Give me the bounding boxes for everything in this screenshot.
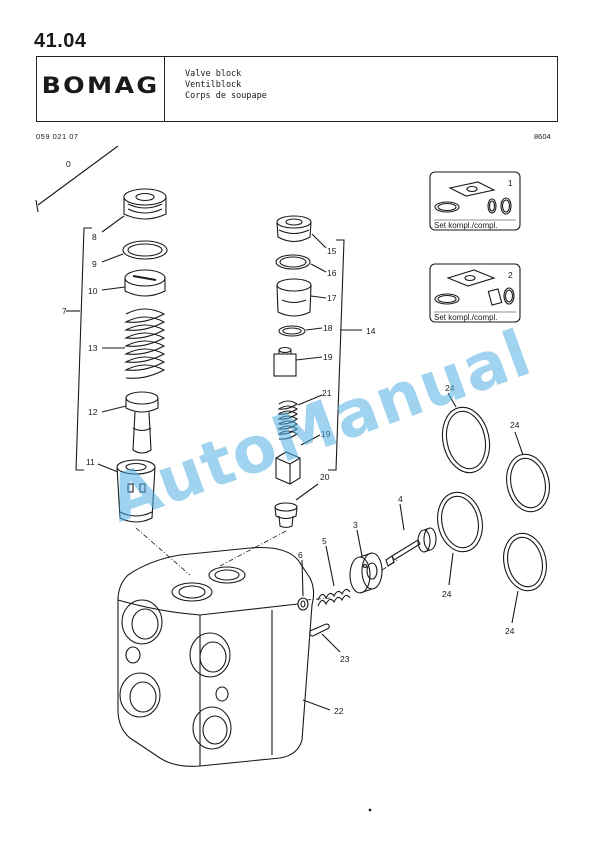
title-german: Ventilblock <box>185 80 242 90</box>
part-4-valve-stem <box>385 503 437 567</box>
part-19-lower-block <box>275 434 321 485</box>
part-5-spring <box>317 545 351 607</box>
date-code: 8604 <box>534 132 551 141</box>
callout-15: 15 <box>327 246 337 256</box>
callout-24-c: 24 <box>442 589 452 599</box>
part-24-oring-c <box>437 491 483 586</box>
part-17-cap <box>276 278 327 317</box>
page-number: 41.04 <box>34 30 87 52</box>
set-kit-1-box <box>429 171 521 231</box>
part-number: 059 021 07 <box>36 132 79 141</box>
callout-13: 13 <box>88 343 98 353</box>
callout-8: 8 <box>92 232 97 242</box>
callout-0-leader <box>35 145 119 213</box>
callout-0: 0 <box>66 159 71 169</box>
part-13-spring <box>102 308 166 379</box>
callout-10: 10 <box>88 286 98 296</box>
set-kit-2-box <box>429 263 521 323</box>
part-16-ring <box>275 254 327 273</box>
part-24-oring-a <box>441 392 491 474</box>
bracket-7 <box>66 227 92 471</box>
callout-12: 12 <box>88 407 98 417</box>
part-19-upper-block <box>273 346 323 377</box>
set-1-number: 1 <box>508 178 513 188</box>
callout-11: 11 <box>86 457 95 467</box>
part-18-oring <box>278 325 323 337</box>
part-15-plug <box>276 215 327 249</box>
callout-24-a: 24 <box>445 383 455 393</box>
callout-24-b: 24 <box>510 420 520 430</box>
title-english: Valve block <box>185 69 242 79</box>
callout-18: 18 <box>323 323 333 333</box>
part-8-plug <box>101 188 167 233</box>
callout-4: 4 <box>398 494 403 504</box>
set-1-label: Set kompl./compl. <box>434 221 498 230</box>
callout-7: 7 <box>62 306 67 316</box>
callout-9: 9 <box>92 259 97 269</box>
part-21-spring <box>277 394 323 440</box>
part-23-pin <box>309 623 341 653</box>
callout-16: 16 <box>327 268 337 278</box>
title-french: Corps de soupape <box>185 91 267 101</box>
callout-labels: 0 1 Set kompl./compl. 2 Set kompl./compl… <box>62 159 520 716</box>
callout-19-lower: 19 <box>321 429 331 439</box>
part-24-oring-b <box>506 431 550 513</box>
part-24-oring-d <box>503 532 547 624</box>
part-3-disc <box>349 529 383 594</box>
callout-6: 6 <box>298 550 303 560</box>
part-6-washer <box>297 559 309 611</box>
callout-5: 5 <box>322 536 327 546</box>
set-2-number: 2 <box>508 270 513 280</box>
bomag-logo: BOMAG <box>41 74 160 99</box>
set-2-label: Set kompl./compl. <box>434 313 498 322</box>
part-12-piston <box>101 391 159 454</box>
callout-21: 21 <box>322 388 332 398</box>
part-10-cap <box>101 269 166 297</box>
callout-20: 20 <box>320 472 330 482</box>
callout-17: 17 <box>327 293 337 303</box>
callout-24-d: 24 <box>505 626 515 636</box>
bracket-14 <box>328 239 362 471</box>
title-block: BOMAG Valve block Ventilblock Corps de s… <box>36 56 558 122</box>
part-11-sleeve <box>97 459 156 523</box>
page-dot <box>368 808 372 812</box>
callout-23: 23 <box>340 654 350 664</box>
callout-19-upper: 19 <box>323 352 333 362</box>
part-22-valve-block <box>117 546 331 767</box>
part-9-ring <box>101 240 168 263</box>
logo-cell: BOMAG <box>37 57 165 121</box>
callout-3: 3 <box>353 520 358 530</box>
part-20-fitting <box>274 483 319 529</box>
callout-22: 22 <box>334 706 344 716</box>
callout-14: 14 <box>366 326 376 336</box>
